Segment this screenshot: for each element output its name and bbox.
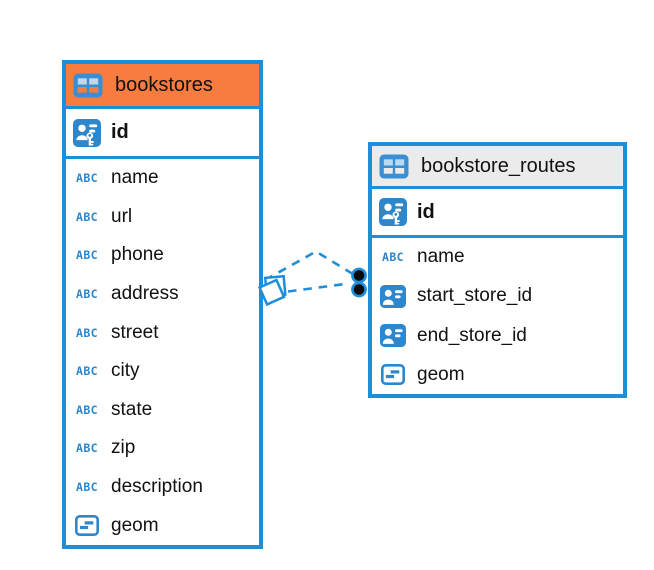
column-row-state[interactable]: ABC state [66, 390, 259, 430]
text-icon: ABC [71, 480, 103, 494]
column-name: state [111, 398, 153, 420]
text-type-glyph: ABC [76, 441, 98, 456]
text-icon: ABC [71, 441, 103, 455]
column-name: description [111, 476, 203, 498]
primary-key-icon [71, 118, 103, 147]
column-row-name[interactable]: ABC name [66, 159, 259, 198]
column-row-geom[interactable]: geom [372, 355, 623, 394]
text-type-glyph: ABC [76, 209, 98, 224]
text-icon: ABC [71, 287, 103, 301]
text-type-glyph: ABC [76, 287, 98, 302]
text-icon: ABC [71, 171, 103, 185]
column-row-zip[interactable]: ABC zip [66, 429, 259, 468]
table-title: bookstore_routes [421, 154, 576, 177]
column-name: geom [111, 514, 159, 536]
column-row-geom[interactable]: geom [66, 506, 259, 545]
relationship-dot-marker[interactable] [351, 267, 367, 298]
text-type-glyph: ABC [76, 171, 98, 186]
column-name: phone [111, 244, 164, 266]
column-row-id[interactable]: id [372, 189, 623, 238]
foreign-key-icon [377, 324, 409, 348]
text-icon: ABC [71, 403, 103, 417]
column-name: end_store_id [417, 324, 527, 346]
column-row-url[interactable]: ABC url [66, 197, 259, 237]
column-row-id[interactable]: id [66, 109, 259, 159]
table-header-bookstore_routes[interactable]: bookstore_routes [372, 146, 623, 189]
column-row-name[interactable]: ABC name [372, 238, 623, 277]
text-type-glyph: ABC [76, 480, 98, 495]
text-icon: ABC [71, 210, 103, 224]
column-name: city [111, 360, 140, 382]
column-row-end_store_id[interactable]: end_store_id [372, 316, 623, 356]
column-name: street [111, 321, 159, 343]
column-name: name [417, 246, 465, 268]
column-name: name [111, 167, 159, 189]
relationship-diamond-marker[interactable] [257, 274, 287, 307]
column-row-phone[interactable]: ABC phone [66, 236, 259, 275]
table-header-bookstores[interactable]: bookstores [66, 64, 259, 109]
relationship-line-end-store[interactable] [264, 249, 353, 282]
text-icon: ABC [71, 326, 103, 340]
table-icon [378, 154, 410, 179]
text-type-glyph: ABC [76, 364, 98, 379]
primary-key-icon [377, 198, 409, 226]
text-icon: ABC [377, 250, 409, 264]
table-icon [72, 73, 104, 98]
column-name: id [417, 200, 435, 223]
text-type-glyph: ABC [382, 250, 404, 265]
table-title: bookstores [115, 73, 213, 96]
column-row-address[interactable]: ABC address [66, 274, 259, 314]
text-type-glyph: ABC [76, 248, 98, 263]
column-row-street[interactable]: ABC street [66, 313, 259, 352]
text-type-glyph: ABC [76, 325, 98, 340]
column-name: url [111, 205, 133, 227]
text-icon: ABC [71, 248, 103, 262]
column-row-start_store_id[interactable]: start_store_id [372, 276, 623, 316]
geometry-icon [71, 515, 103, 537]
column-name: address [111, 283, 179, 305]
foreign-key-icon [377, 284, 409, 308]
text-type-glyph: ABC [76, 402, 98, 417]
column-name: geom [417, 363, 465, 385]
column-name: id [111, 121, 129, 143]
column-row-description[interactable]: ABC description [66, 467, 259, 507]
relationship-line-start-store[interactable] [287, 282, 350, 293]
geometry-icon [377, 364, 409, 386]
column-name: start_store_id [417, 285, 533, 307]
column-name: zip [111, 437, 136, 459]
column-row-city[interactable]: ABC city [66, 351, 259, 391]
text-icon: ABC [71, 364, 103, 378]
